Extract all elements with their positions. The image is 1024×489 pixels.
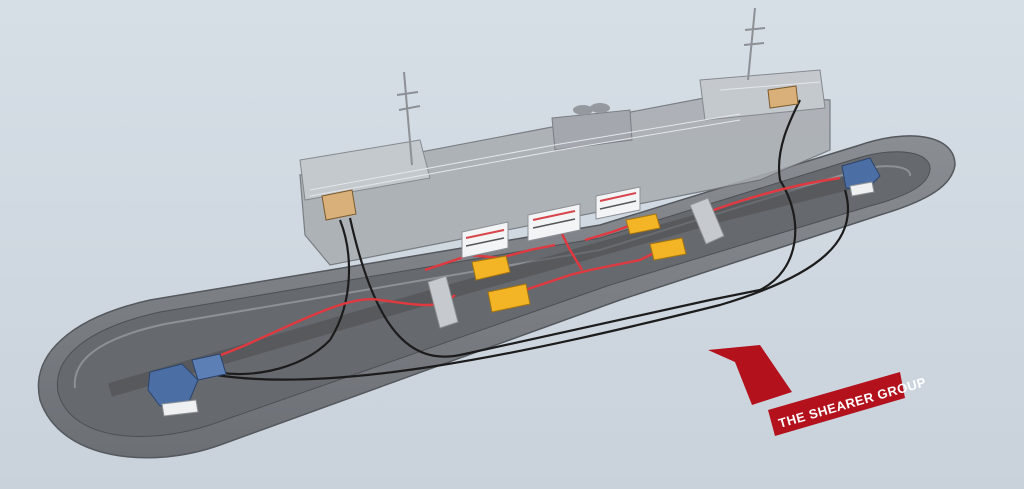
generator-1 (471, 255, 511, 281)
control-cables (209, 99, 850, 381)
thruster-fwd (841, 157, 881, 197)
generator-4 (649, 237, 687, 261)
logo-banner (768, 372, 905, 436)
superstructure (299, 69, 831, 266)
thrusters (147, 157, 881, 417)
console-aft (321, 189, 357, 221)
logo-mark (708, 345, 792, 405)
switchboard-aft (461, 221, 509, 259)
switchboards (461, 186, 641, 259)
generator-2 (487, 283, 531, 313)
switchboard-mid (527, 203, 581, 242)
console-fwd (767, 85, 799, 109)
generators (471, 213, 687, 313)
switchboard-fwd (595, 186, 641, 220)
generator-3 (625, 213, 661, 235)
control-consoles (321, 85, 799, 221)
masts (396, 7, 766, 166)
thruster-aft (147, 353, 227, 417)
bulkheads (427, 197, 725, 329)
